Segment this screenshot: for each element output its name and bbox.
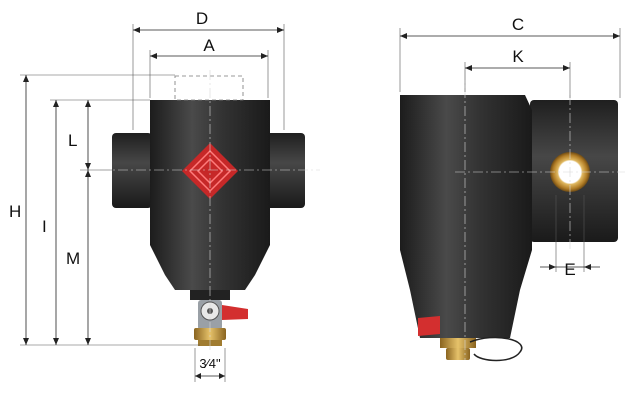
dim-label-A: A bbox=[203, 36, 215, 55]
drain-valve-icon bbox=[194, 300, 248, 346]
left-inlet-pipe bbox=[112, 133, 152, 208]
side-body bbox=[400, 95, 532, 338]
side-view bbox=[400, 70, 625, 362]
dim-label-M: M bbox=[66, 249, 80, 268]
front-dimensions: D A H I L M bbox=[9, 9, 285, 382]
dim-label-L: L bbox=[68, 131, 77, 150]
dim-label-connection: 3⁄4" bbox=[199, 356, 221, 371]
side-dimensions: C K E bbox=[399, 15, 621, 279]
dim-label-C: C bbox=[512, 15, 524, 34]
dim-label-E: E bbox=[564, 260, 575, 279]
top-service-outline bbox=[174, 75, 244, 101]
dim-label-I: I bbox=[42, 217, 47, 236]
drain-fitting-icon bbox=[418, 316, 523, 362]
dim-label-H: H bbox=[9, 202, 21, 221]
front-view bbox=[100, 70, 320, 350]
dim-label-D: D bbox=[196, 9, 208, 28]
dim-label-K: K bbox=[512, 47, 524, 66]
right-outlet-pipe bbox=[265, 133, 305, 208]
